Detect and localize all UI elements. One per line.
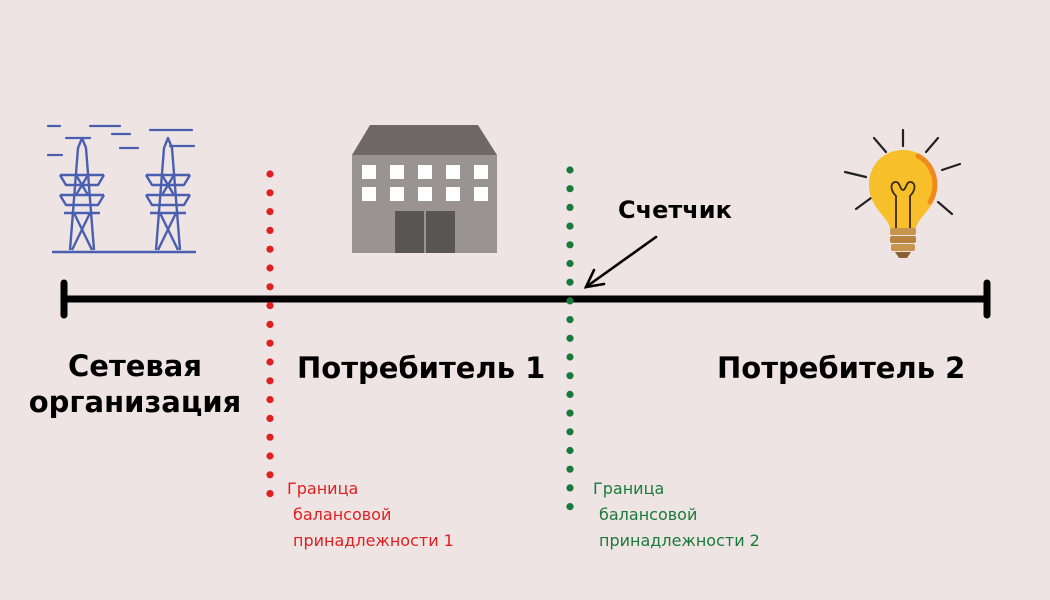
boundary-1-line-3: принадлежности 1: [293, 531, 454, 550]
power-tower-icon: [58, 136, 106, 251]
wind-lines-icon: [46, 124, 196, 157]
light-bulb-icon: [843, 128, 962, 258]
boundary-dot: [266, 264, 274, 272]
boundary-dot: [266, 490, 274, 498]
boundary-dot: [266, 433, 274, 441]
consumer-2-label: Потребитель 2: [717, 351, 966, 385]
boundary-dot: [566, 334, 574, 342]
building-icon: [352, 125, 497, 253]
boundary-dot: [566, 372, 574, 380]
boundary-dot: [266, 414, 274, 422]
boundary-dot: [566, 203, 574, 211]
power-tower-icon: [144, 136, 192, 251]
boundary-dot: [266, 208, 274, 216]
boundary-dot: [266, 302, 274, 310]
boundary-dot: [566, 409, 574, 417]
boundary-dot: [566, 222, 574, 230]
boundary-dot: [566, 278, 574, 286]
meter-label: Счетчик: [618, 196, 732, 224]
boundary-dot: [266, 170, 274, 178]
boundary-dot: [566, 316, 574, 324]
boundary-dot: [566, 353, 574, 361]
network-organization-line-1: Сетевая: [68, 349, 202, 383]
boundary-1-line-1: Граница: [287, 479, 359, 498]
boundary-2-dotted-line: [566, 166, 574, 511]
boundary-2-line-3: принадлежности 2: [599, 531, 760, 550]
boundary-dot: [566, 446, 574, 455]
boundary-dot: [266, 283, 274, 291]
boundary-dot: [266, 377, 274, 385]
boundary-1-label: Граница балансовой принадлежности 1: [287, 476, 454, 554]
boundary-2-line-1: Граница: [593, 479, 665, 498]
boundary-dot: [566, 297, 574, 305]
network-organization-label: Сетевая организация: [10, 348, 260, 420]
boundary-dot: [566, 428, 574, 436]
boundary-dot: [266, 226, 274, 234]
boundary-dot: [266, 452, 274, 460]
boundary-dot: [566, 503, 574, 511]
consumer-1-label: Потребитель 1: [297, 351, 546, 385]
boundary-dot: [566, 390, 574, 398]
boundary-dot: [566, 465, 574, 473]
meter-arrow-icon: [583, 235, 658, 289]
boundary-1-line-2: балансовой: [293, 505, 392, 524]
boundary-dot: [266, 471, 274, 479]
network-organization-line-2: организация: [28, 385, 242, 419]
boundary-dot: [266, 396, 274, 404]
boundary-dot: [566, 166, 574, 174]
boundary-dot: [266, 189, 274, 197]
boundary-dot: [266, 339, 274, 347]
boundary-dot: [566, 185, 574, 193]
boundary-dot: [266, 245, 274, 253]
boundary-1-dotted-line: [266, 170, 274, 498]
boundary-2-label: Граница балансовой принадлежности 2: [593, 476, 760, 554]
boundary-dot: [566, 241, 574, 249]
boundary-dot: [266, 320, 274, 328]
boundary-2-line-2: балансовой: [599, 505, 698, 524]
boundary-dot: [566, 484, 574, 492]
boundary-dot: [566, 259, 574, 268]
boundary-dot: [266, 358, 274, 366]
